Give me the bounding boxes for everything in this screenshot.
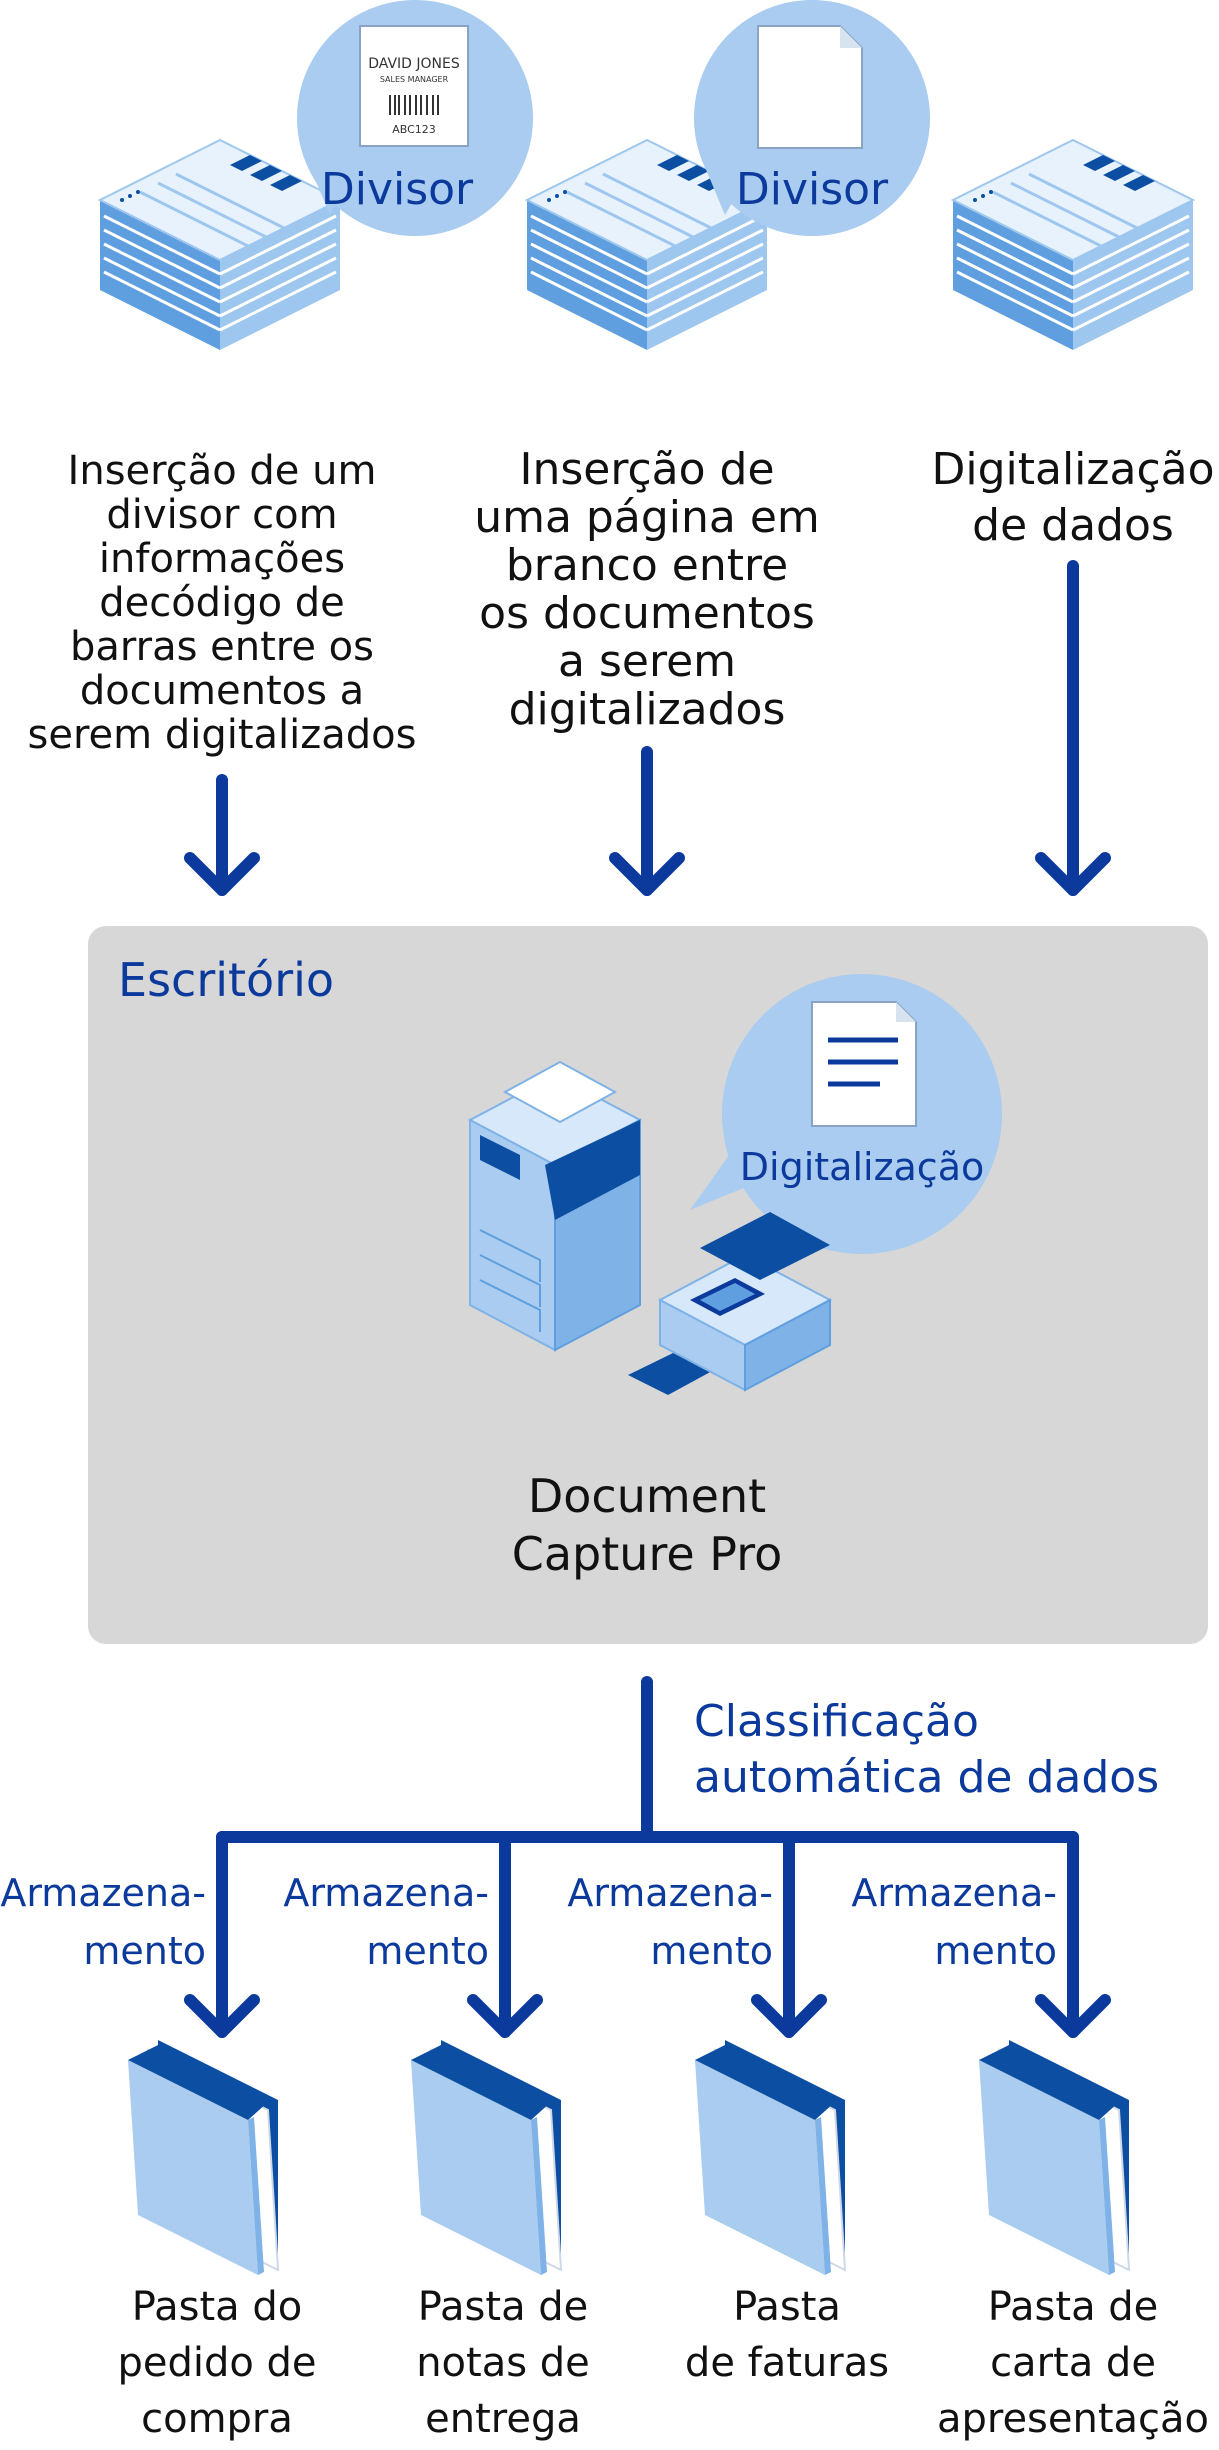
folder-1-icon (127, 2039, 279, 2276)
branch-arrow-4-icon (1035, 1831, 1111, 2038)
desc-3-line-1: Digitalização (931, 444, 1214, 495)
input-column-barcode-divider: DAVID JONES SALES MANAGER ABC123 Divisor… (28, 0, 533, 896)
folder-1-line-3: compra (141, 2396, 293, 2442)
desc-2-line-6: digitalizados (509, 684, 786, 735)
desc-2-line-2: uma página em (474, 492, 820, 543)
input-column-data-scan: Digitalização de dados (931, 138, 1215, 896)
folder-2-line-1: Pasta de (418, 2284, 589, 2330)
input-description-2: Inserção de uma página em branco entre o… (474, 444, 820, 735)
storage-label-4: Armazena- mento (851, 1871, 1057, 1973)
card-title: SALES MANAGER (380, 75, 449, 84)
desc-2-line-3: branco entre (506, 540, 788, 591)
paper-stack-3-icon (951, 138, 1195, 352)
document-scanner-icon (628, 1212, 833, 1395)
speech-bubble-2: Divisor (694, 0, 930, 236)
folder-3-icon (694, 2039, 846, 2276)
product-line-2: Capture Pro (512, 1527, 783, 1581)
storage-1-line-1: Armazena- (0, 1871, 206, 1915)
blank-page-icon (757, 25, 863, 149)
input-description-3: Digitalização de dados (931, 444, 1214, 551)
folder-1-line-1: Pasta do (132, 2284, 302, 2330)
storage-4-line-2: mento (934, 1929, 1057, 1973)
scanned-document-icon (811, 1001, 917, 1127)
barcode-card-icon: DAVID JONES SALES MANAGER ABC123 (359, 25, 469, 147)
office-title: Escritório (118, 953, 334, 1007)
input-description-1: Inserção de um divisor com informações d… (28, 448, 417, 758)
folder-label-2: Pasta de notas de entrega (416, 2284, 590, 2442)
branch-arrow-1-icon (184, 1831, 260, 2038)
folder-4-line-3: apresentação (937, 2396, 1209, 2442)
desc-1-line-5: barras entre os (70, 624, 374, 670)
classification-tree (216, 1676, 1079, 1843)
folder-2-line-2: notas de (416, 2340, 590, 2386)
storage-2-line-2: mento (366, 1929, 489, 1973)
storage-label-3: Armazena- mento (567, 1871, 773, 1973)
desc-2-line-4: os documentos (479, 588, 815, 639)
product-name: Document Capture Pro (512, 1469, 783, 1581)
folder-1-line-2: pedido de (117, 2340, 316, 2386)
desc-1-line-1: Inserção de um (68, 448, 377, 494)
storage-label-2: Armazena- mento (283, 1871, 489, 1973)
desc-1-line-6: documentos a (80, 668, 364, 714)
desc-1-line-4: decódigo de (99, 580, 345, 626)
product-line-1: Document (528, 1469, 766, 1523)
folder-4-line-2: carta de (990, 2340, 1156, 2386)
folder-3-line-1: Pasta (733, 2284, 841, 2330)
storage-3-line-2: mento (650, 1929, 773, 1973)
down-arrow-2-icon (609, 746, 685, 896)
folder-4-line-1: Pasta de (988, 2284, 1159, 2330)
divider-label-2: Divisor (736, 164, 889, 215)
folder-label-1: Pasta do pedido de compra (117, 2284, 316, 2442)
desc-2-line-5: a serem (558, 636, 736, 687)
scan-bubble: Digitalização (690, 974, 1002, 1254)
desc-1-line-3: informações (99, 536, 345, 582)
divider-label-1: Divisor (321, 164, 474, 215)
desc-2-line-1: Inserção de (519, 444, 774, 495)
classification-label: Classificação automática de dados (694, 1696, 1159, 1803)
down-arrow-3-icon (1035, 560, 1111, 896)
classification-line-2: automática de dados (694, 1752, 1159, 1803)
paper-stack-1-icon (98, 138, 342, 352)
folder-label-3: Pasta de faturas (685, 2284, 889, 2386)
office-panel: Escritório Digitalização (88, 926, 1208, 1644)
speech-bubble-1: DAVID JONES SALES MANAGER ABC123 Divisor (297, 0, 533, 236)
branch-arrow-2-icon (467, 1831, 543, 2038)
input-column-blank-page-divider: Divisor Inserção de uma página em branco… (474, 0, 930, 896)
multifunction-printer-icon (467, 1060, 643, 1352)
folder-3-line-2: de faturas (685, 2340, 889, 2386)
storage-3-line-1: Armazena- (567, 1871, 773, 1915)
classification-line-1: Classificação (694, 1696, 979, 1747)
storage-4-line-1: Armazena- (851, 1871, 1057, 1915)
folder-2-icon (410, 2039, 562, 2276)
card-name: DAVID JONES (368, 56, 460, 72)
storage-1-line-2: mento (83, 1929, 206, 1973)
storage-2-line-1: Armazena- (283, 1871, 489, 1915)
storage-label-1: Armazena- mento (0, 1871, 206, 1973)
branch-arrow-3-icon (751, 1831, 827, 2038)
desc-3-line-2: de dados (972, 500, 1174, 551)
scan-bubble-label: Digitalização (740, 1145, 984, 1189)
desc-1-line-2: divisor com (106, 492, 337, 538)
folder-label-4: Pasta de carta de apresentação (937, 2284, 1209, 2442)
down-arrow-1-icon (184, 774, 260, 896)
desc-1-line-7: serem digitalizados (28, 712, 417, 758)
card-code: ABC123 (392, 123, 436, 136)
folder-4-icon (978, 2039, 1130, 2276)
folder-2-line-3: entrega (425, 2396, 581, 2442)
